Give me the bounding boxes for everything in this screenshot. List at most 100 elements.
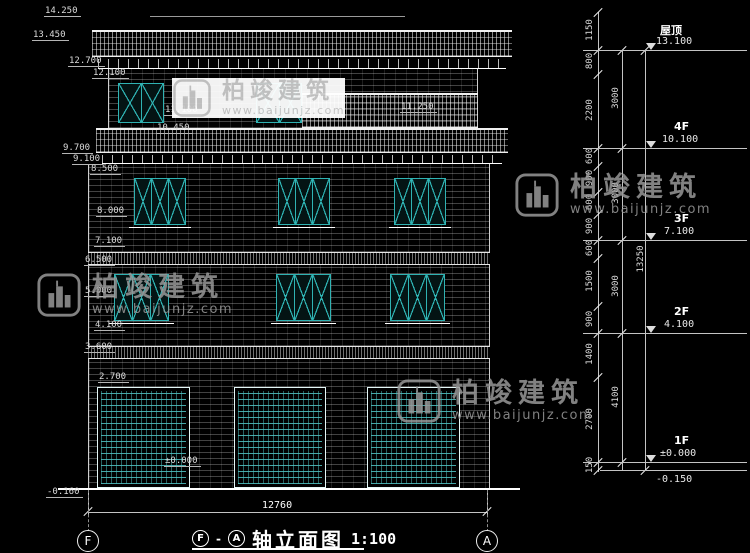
dim-value: 1400 (585, 343, 595, 365)
level-marker-icon (646, 233, 656, 240)
dim-group-value: 4100 (611, 386, 621, 408)
window-pane (277, 275, 295, 320)
brand-name: 柏竣建筑 (452, 378, 584, 409)
floor-level-line (583, 240, 747, 241)
brand-url: www.baijunjz.com (222, 104, 346, 117)
window-pane (152, 179, 169, 224)
window (278, 178, 330, 225)
window-pane (427, 275, 444, 320)
floor-level-line (600, 470, 747, 471)
window-pane (412, 179, 429, 224)
dimension-total-line (645, 50, 646, 470)
brand-name: 柏竣建筑 (222, 78, 334, 104)
brand-logo-icon (397, 379, 441, 423)
main-roof-soffit-line (98, 68, 506, 69)
title-axis-to: A (227, 530, 245, 547)
window-pane (115, 275, 133, 320)
window (114, 274, 169, 321)
floor-level: 10.100 (662, 134, 699, 145)
window (118, 83, 164, 123)
level-label: 2.700 (98, 372, 130, 383)
watermark: 柏竣建筑 www.baijunjz.com (396, 378, 593, 424)
floor-name: 屋顶 (660, 24, 682, 37)
brand-logo-icon (37, 273, 81, 317)
window-pane (119, 84, 142, 122)
window-pane (141, 84, 163, 122)
axis-line-f (88, 490, 89, 532)
window (276, 274, 331, 321)
brand-logo-icon (173, 79, 211, 117)
window (134, 178, 186, 225)
floor-name: 1F (674, 434, 690, 447)
window-pane (429, 179, 445, 224)
title-axis-from: F (192, 530, 209, 547)
window-pane (313, 275, 330, 320)
floor-slab-band (88, 346, 490, 359)
garage-door (234, 387, 326, 488)
dim-value: 900 (585, 310, 595, 328)
level-label: 9.100 (72, 154, 104, 165)
level-label: 4.100 (94, 320, 126, 331)
floor-level-line (583, 333, 747, 334)
dim-value: 2200 (585, 99, 595, 121)
brand-url: www.baijunjz.com (452, 408, 594, 423)
window-pane (151, 275, 168, 320)
floor-level: 13.100 (656, 36, 693, 47)
level-label: 14.250 (44, 6, 81, 17)
brand-url: www.baijunjz.com (92, 302, 234, 317)
window-pane (391, 275, 409, 320)
brand-url: www.baijunjz.com (570, 202, 712, 217)
level-label: 13.450 (32, 30, 69, 41)
level-label: 6.500 (84, 255, 116, 266)
window-pane (279, 179, 296, 224)
level-label: 9.700 (62, 143, 94, 154)
level-marker-icon (646, 141, 656, 148)
dimension-group-line (622, 50, 623, 470)
watermark: 柏竣建筑 www.baijunjz.com (172, 78, 346, 118)
dim-value: 150 (585, 456, 595, 474)
level-label: 12.700 (68, 56, 105, 67)
window-pane (296, 179, 313, 224)
level-label: 5.000 (84, 286, 116, 297)
level-label: 8.500 (90, 164, 122, 175)
title-underline (192, 548, 364, 550)
garage-door (97, 387, 190, 488)
window-pane (313, 179, 329, 224)
garage-door-shutter (101, 391, 186, 484)
window (390, 274, 445, 321)
window-pane (133, 275, 151, 320)
window-sill (129, 227, 191, 228)
brand-name: 柏竣建筑 (92, 272, 224, 303)
brand-name: 柏竣建筑 (570, 172, 702, 203)
main-roof-rafter-ticks (98, 59, 506, 68)
window-pane (409, 275, 427, 320)
level-marker-icon (646, 326, 656, 333)
window-pane (135, 179, 152, 224)
floor-name: 3F (674, 212, 690, 225)
level-label: 7.100 (94, 236, 126, 247)
dim-value: 1150 (585, 19, 595, 41)
level-label: -0.160 (46, 487, 83, 498)
floor-level-line (583, 148, 747, 149)
level-marker-icon (646, 455, 656, 462)
dim-group-value: 3000 (611, 87, 621, 109)
ground-line (58, 488, 520, 490)
level-label: 11.250 (400, 102, 437, 113)
axis-line-a (487, 490, 488, 532)
lower-roof-tile-band (96, 128, 508, 153)
floor-name: 2F (674, 305, 690, 318)
floor-name: 4F (674, 120, 690, 133)
title-scale: 1:100 (350, 529, 397, 548)
bottom-dimension-line (88, 512, 488, 513)
floor-slab-band (88, 252, 490, 265)
window-pane (295, 275, 313, 320)
dim-value: 600 (585, 239, 595, 257)
level-marker-icon (646, 43, 656, 50)
lower-roof-rafter-ticks (102, 155, 502, 163)
window-sill (271, 323, 336, 324)
floor-level-line (583, 462, 747, 463)
roof-ridge-line (150, 16, 405, 17)
window-sill (273, 227, 335, 228)
dimension-chain-line (598, 12, 599, 472)
